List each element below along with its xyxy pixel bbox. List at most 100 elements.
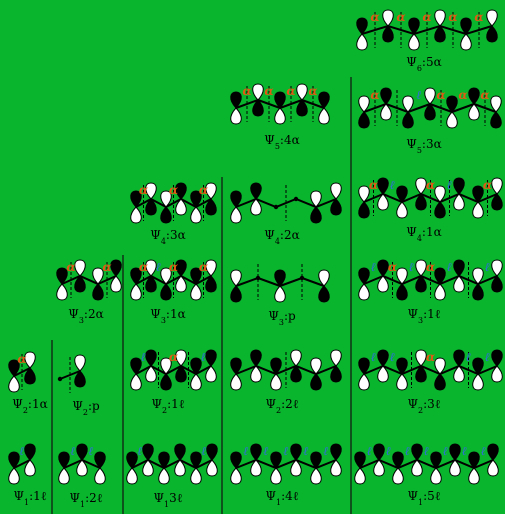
p-orbital-lobe bbox=[453, 275, 465, 293]
label-psi: Ψ bbox=[150, 307, 161, 321]
p-orbital-lobe bbox=[415, 365, 427, 383]
p-orbital-lobe bbox=[358, 185, 370, 203]
p-orbital-lobe bbox=[449, 443, 461, 461]
p-orbital-lobe bbox=[8, 359, 20, 377]
p-orbital-lobe bbox=[130, 373, 142, 391]
ell-mark: ℓ bbox=[367, 444, 372, 458]
ell-mark: ℓ bbox=[283, 444, 288, 458]
p-orbital-lobe bbox=[491, 349, 503, 367]
orbital-label: Ψ1:2ℓ bbox=[69, 491, 102, 509]
p-orbital-lobe bbox=[453, 365, 465, 383]
label-tail: :1α bbox=[28, 397, 48, 411]
label-tail: :4ℓ bbox=[281, 489, 299, 503]
p-orbital-lobe bbox=[330, 365, 342, 383]
label-subscript: 3 bbox=[79, 316, 84, 325]
orbital-label: Ψ4:1α bbox=[406, 225, 441, 243]
p-orbital-lobe bbox=[58, 451, 70, 469]
ell-mark: ℓ bbox=[485, 350, 490, 364]
p-orbital-lobe bbox=[145, 275, 157, 293]
p-orbital-lobe bbox=[380, 87, 392, 105]
ell-mark: ℓ bbox=[371, 260, 376, 274]
p-orbital-lobe bbox=[377, 193, 389, 211]
p-orbital-lobe bbox=[377, 259, 389, 277]
label-tail: :1α bbox=[166, 307, 186, 321]
alpha-mark: α bbox=[264, 84, 273, 98]
p-orbital-lobe bbox=[310, 206, 322, 224]
atom-dot bbox=[293, 196, 299, 202]
orbital-label: Ψ3:p bbox=[268, 309, 296, 327]
label-psi: Ψ bbox=[69, 491, 80, 505]
label-subscript: 1 bbox=[164, 500, 169, 509]
label-psi: Ψ bbox=[68, 307, 79, 321]
p-orbital-lobe bbox=[160, 190, 172, 208]
carbon-backbone bbox=[359, 458, 494, 470]
p-orbital-lobe bbox=[472, 283, 484, 301]
p-orbital-lobe bbox=[415, 177, 427, 195]
p-orbital-lobe bbox=[142, 443, 154, 461]
p-orbital-lobe bbox=[230, 206, 242, 224]
label-tail: :1α bbox=[422, 225, 442, 239]
p-orbital-lobe bbox=[354, 451, 366, 469]
p-orbital-lobe bbox=[110, 275, 122, 293]
p-orbital-lobe bbox=[358, 373, 370, 391]
ell-mark: ℓ bbox=[323, 444, 328, 458]
alpha-mark: α bbox=[286, 84, 295, 98]
label-subscript: 3 bbox=[418, 316, 423, 325]
p-orbital-lobe bbox=[160, 373, 172, 391]
alpha-mark: α bbox=[139, 260, 148, 274]
p-orbital-lobe bbox=[411, 459, 423, 477]
ell-mark: ℓ bbox=[416, 88, 421, 102]
p-orbital-lobe bbox=[175, 349, 187, 367]
carbon-backbone bbox=[235, 458, 337, 470]
p-orbital-lobe bbox=[76, 443, 88, 461]
p-orbital-lobe bbox=[58, 467, 70, 485]
p-orbital-lobe bbox=[230, 373, 242, 391]
ell-mark: ℓ bbox=[141, 350, 146, 364]
p-orbital-lobe bbox=[472, 357, 484, 375]
label-subscript: 1 bbox=[418, 498, 423, 507]
p-orbital-lobe bbox=[373, 459, 385, 477]
label-subscript: 2 bbox=[276, 406, 281, 415]
p-orbital-lobe bbox=[396, 185, 408, 203]
p-orbital-lobe bbox=[310, 357, 322, 375]
ell-mark: ℓ bbox=[424, 444, 429, 458]
label-subscript: 4 bbox=[161, 237, 166, 246]
p-orbital-lobe bbox=[142, 459, 154, 477]
orbital-label: Ψ3:1α bbox=[150, 307, 185, 325]
p-orbital-lobe bbox=[158, 451, 170, 469]
p-orbital-lobe bbox=[396, 373, 408, 391]
p-orbital-lobe bbox=[402, 111, 414, 129]
p-orbital-lobe bbox=[252, 99, 264, 117]
orbital-label: Ψ3:2α bbox=[68, 307, 103, 325]
p-orbital-lobe bbox=[453, 259, 465, 277]
atom-dot bbox=[57, 376, 63, 382]
orbital: ℓ bbox=[8, 443, 36, 485]
p-orbital-lobe bbox=[230, 91, 242, 109]
p-orbital-lobe bbox=[434, 9, 446, 27]
p-orbital-lobe bbox=[453, 177, 465, 195]
p-orbital-lobe bbox=[486, 25, 498, 43]
orbital-label: Ψ5:4α bbox=[264, 133, 299, 151]
alpha-mark: α bbox=[17, 352, 26, 366]
p-orbital-lobe bbox=[145, 182, 157, 200]
p-orbital-lobe bbox=[290, 459, 302, 477]
alpha-mark: α bbox=[388, 260, 397, 274]
p-orbital-lobe bbox=[56, 283, 68, 301]
alpha-mark: α bbox=[396, 10, 405, 24]
p-orbital-lobe bbox=[250, 182, 262, 200]
p-orbital-lobe bbox=[205, 275, 217, 293]
p-orbital-lobe bbox=[487, 443, 499, 461]
p-orbital-lobe bbox=[330, 349, 342, 367]
ell-mark: ℓ bbox=[303, 444, 308, 458]
p-orbital-lobe bbox=[318, 107, 330, 125]
p-orbital-lobe bbox=[250, 198, 262, 216]
label-psi: Ψ bbox=[264, 133, 275, 147]
column-dividers bbox=[51, 77, 352, 514]
p-orbital-lobe bbox=[130, 267, 142, 285]
p-orbital-lobe bbox=[392, 451, 404, 469]
alpha-mark: α bbox=[370, 10, 379, 24]
